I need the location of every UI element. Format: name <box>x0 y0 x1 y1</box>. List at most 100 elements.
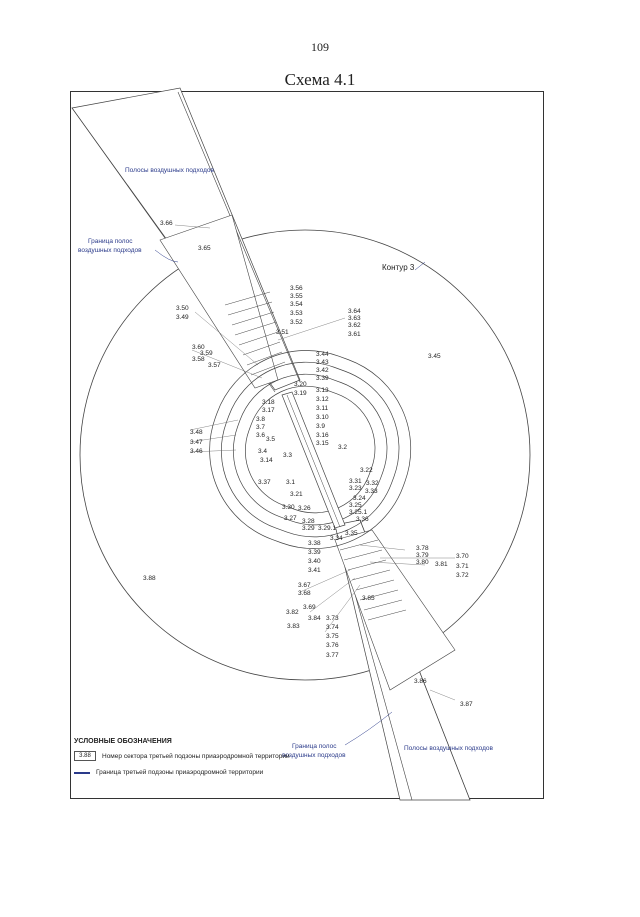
approach-label-top: Полосы воздушных подходов <box>125 167 215 174</box>
legend: УСЛОВНЫЕ ОБОЗНАЧЕНИЯ 3.88 Номер сектора … <box>74 738 374 784</box>
sector-label: 3.43 <box>316 359 329 366</box>
approach-strip-top-edge <box>177 91 301 383</box>
sector-label: 3.31 <box>349 478 362 485</box>
sector-label: 3.41 <box>308 567 321 574</box>
map-frame <box>70 91 544 799</box>
sector-label: 3.25.1 <box>349 509 367 516</box>
sector-label: 3.22 <box>360 467 373 474</box>
sector-label: 3.11 <box>316 405 329 412</box>
sector-label: 3.21 <box>290 491 303 498</box>
sector-label: 3.64 <box>348 308 361 315</box>
runway-centerline <box>286 394 341 528</box>
sector-label: 3.63 <box>348 315 361 322</box>
sector-label: 3.35 <box>345 530 358 537</box>
sector-label: 3.23 <box>349 485 362 492</box>
sector-label: 3.28 <box>302 518 315 525</box>
hatch-bottom <box>339 539 407 621</box>
boundary-label-top-1: Граница полос <box>88 238 133 245</box>
sector-label: 3.7 <box>256 424 265 431</box>
sector-label: 3.47 <box>190 439 203 446</box>
legend-row-boundary: Граница третьей подзоны приаэродромной т… <box>74 769 374 776</box>
sector-label: 3.40 <box>308 558 321 565</box>
sector-label: 3.45 <box>428 353 441 360</box>
sector-label: 3.75 <box>326 633 339 640</box>
boundary-bottom-leader <box>344 711 393 746</box>
sector-label: 3.52 <box>290 319 303 326</box>
sector-label: 3.50 <box>176 305 189 312</box>
sector-label: 3.88 <box>143 575 156 582</box>
sector-label: 3.62 <box>348 322 361 329</box>
sector-labels: 3.66 3.65 3.56 3.55 3.54 3.53 3.52 3.51 … <box>143 220 473 708</box>
sector-label: 3.81 <box>435 561 448 568</box>
sector-label: 3.16 <box>316 432 329 439</box>
sector-label: 3.71 <box>456 563 469 570</box>
sector-label: 3.34 <box>330 535 343 542</box>
boundary-label-bottom-2: воздушных подходов <box>282 752 346 759</box>
contour-leader <box>414 261 426 271</box>
legend-sample-box: 3.88 <box>74 751 96 761</box>
contour-3-circle <box>79 229 531 681</box>
sector-label: 3.18 <box>262 399 275 406</box>
sector-label: 3.39 <box>308 549 321 556</box>
sector-label: 3.6 <box>256 432 265 439</box>
inner-contours <box>209 350 412 549</box>
sector-label: 3.60 <box>192 344 205 351</box>
sector-label: 3.27 <box>284 515 297 522</box>
sector-label: 3.77 <box>326 652 339 659</box>
sector-label: 3.24 <box>353 495 366 502</box>
sector-label: 3.20 <box>294 381 307 388</box>
sector-label: 3.73 <box>326 615 339 622</box>
contour-label: Контур 3 <box>382 263 415 272</box>
sector-label: 3.30 <box>282 504 295 511</box>
sector-label: 3.69 <box>303 604 316 611</box>
sector-label: 3.48 <box>190 429 203 436</box>
boundary-label-bottom-1: Граница полос <box>292 743 337 750</box>
sector-label: 3.76 <box>326 642 339 649</box>
sector-label: 3.10 <box>316 414 329 421</box>
hatch-top <box>224 291 286 376</box>
sector-label: 3.29 <box>302 525 315 532</box>
sector-label: 3.65 <box>198 245 211 252</box>
sector-label: 3.1 <box>286 479 295 486</box>
sector-label: 3.51 <box>276 329 289 336</box>
sector-label: 3.78 <box>416 545 429 552</box>
sector-label: 3.37 <box>258 479 271 486</box>
sector-label: 3.14 <box>260 457 273 464</box>
leader-lines <box>174 224 456 701</box>
sector-label: 3.44 <box>316 351 329 358</box>
sector-label: 3.32 <box>366 480 379 487</box>
runway <box>281 391 346 529</box>
page-number: 109 <box>311 40 329 54</box>
scheme-title: Схема 4.1 <box>284 70 356 89</box>
sector-label: 3.56 <box>290 285 303 292</box>
sector-label: 3.54 <box>290 301 303 308</box>
sector-label: 3.70 <box>456 553 469 560</box>
legend-row-sector: 3.88 Номер сектора третьей подзоны приаэ… <box>74 751 374 761</box>
sector-label: 3.84 <box>308 615 321 622</box>
sector-label: 3.12 <box>316 396 329 403</box>
sector-label: 3.72 <box>456 572 469 579</box>
boundary-label-top-2: воздушных подходов <box>78 247 142 254</box>
sector-label: 3.49 <box>176 314 189 321</box>
sector-label: 3.86 <box>414 678 427 685</box>
sector-label: 3.26 <box>298 505 311 512</box>
sector-label: 3.38 <box>308 540 321 547</box>
sector-label: 3.46 <box>190 448 203 455</box>
boundary-top-leader <box>154 249 179 263</box>
sector-label: 3.59 <box>200 350 213 357</box>
sector-label: 3.42 <box>316 367 329 374</box>
sector-label: 3.5 <box>266 436 275 443</box>
sector-label: 3.74 <box>326 624 339 631</box>
sector-label: 3.57 <box>208 362 221 369</box>
sector-label: 3.61 <box>348 331 361 338</box>
sector-label: 3.3 <box>283 452 292 459</box>
sector-label: 3.17 <box>262 407 275 414</box>
sector-label: 3.13 <box>316 387 329 394</box>
sector-label: 3.66 <box>160 220 173 227</box>
sector-label: 3.15 <box>316 440 329 447</box>
sector-label: 3.85 <box>362 595 375 602</box>
sector-label: 3.2 <box>338 444 347 451</box>
sector-label: 3.36 <box>356 516 369 523</box>
sector-label: 3.53 <box>290 310 303 317</box>
